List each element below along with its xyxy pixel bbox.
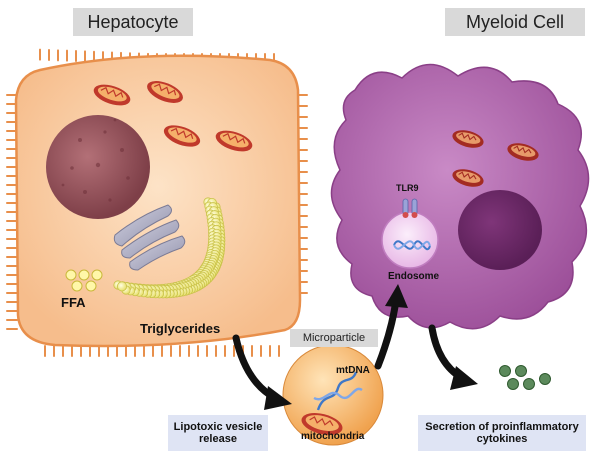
mitochondrion-icon (301, 413, 343, 435)
arrow-release-icon (232, 334, 292, 410)
myeloid-cell (330, 63, 590, 330)
microparticle (282, 344, 384, 446)
secretion-box: Secretion of proinflammatory cytokines (418, 415, 586, 451)
triglyceride-droplets (113, 197, 226, 299)
secretion-line-2: cytokines (476, 433, 528, 445)
mitochondrion-icon (215, 130, 253, 152)
tlr9-label: TLR9 (396, 183, 419, 193)
ffa-label: FFA (61, 295, 86, 310)
lipotoxic-release-box: Lipotoxic vesicle release (168, 415, 268, 451)
tlr9-receptor-icon (402, 198, 418, 218)
hepatocyte-nucleus (46, 115, 150, 219)
microparticle-label: Microparticle (290, 329, 378, 347)
dna-icon (393, 240, 431, 251)
mitochondrion-icon (93, 84, 131, 106)
golgi-apparatus (113, 204, 186, 271)
cytokine-particles (499, 365, 551, 390)
arrow-secretion-icon (428, 324, 478, 390)
triglycerides-label: Triglycerides (140, 321, 221, 336)
myeloid-title: Myeloid Cell (445, 8, 585, 36)
lipid-droplet (117, 281, 128, 292)
lipotoxic-line-1: Lipotoxic vesicle (173, 421, 263, 433)
secretion-line-1: Secretion of proinflammatory (425, 421, 579, 433)
mitochondrion-icon (507, 143, 539, 161)
ffa-molecules (65, 269, 103, 292)
arrow-uptake-icon (374, 284, 408, 370)
hepatocyte-title: Hepatocyte (73, 8, 193, 36)
mitochondria-label: mitochondria (301, 431, 365, 442)
mitochondrion-icon (163, 125, 201, 147)
mitochondrion-icon (147, 81, 183, 103)
myeloid-mitochondria-group (452, 130, 539, 187)
mitochondrion-icon (452, 169, 484, 187)
lipotoxic-line-2: release (199, 433, 237, 445)
endosome (381, 198, 439, 269)
dna-icon (313, 371, 363, 411)
mitochondrion-icon (452, 130, 484, 148)
endosome-label: Endosome (388, 271, 440, 282)
mtdna-label: mtDNA (336, 365, 370, 376)
myeloid-nucleus (458, 190, 542, 270)
hepatocyte-mitochondria-group (93, 81, 253, 152)
myeloid-membrane (330, 63, 590, 330)
